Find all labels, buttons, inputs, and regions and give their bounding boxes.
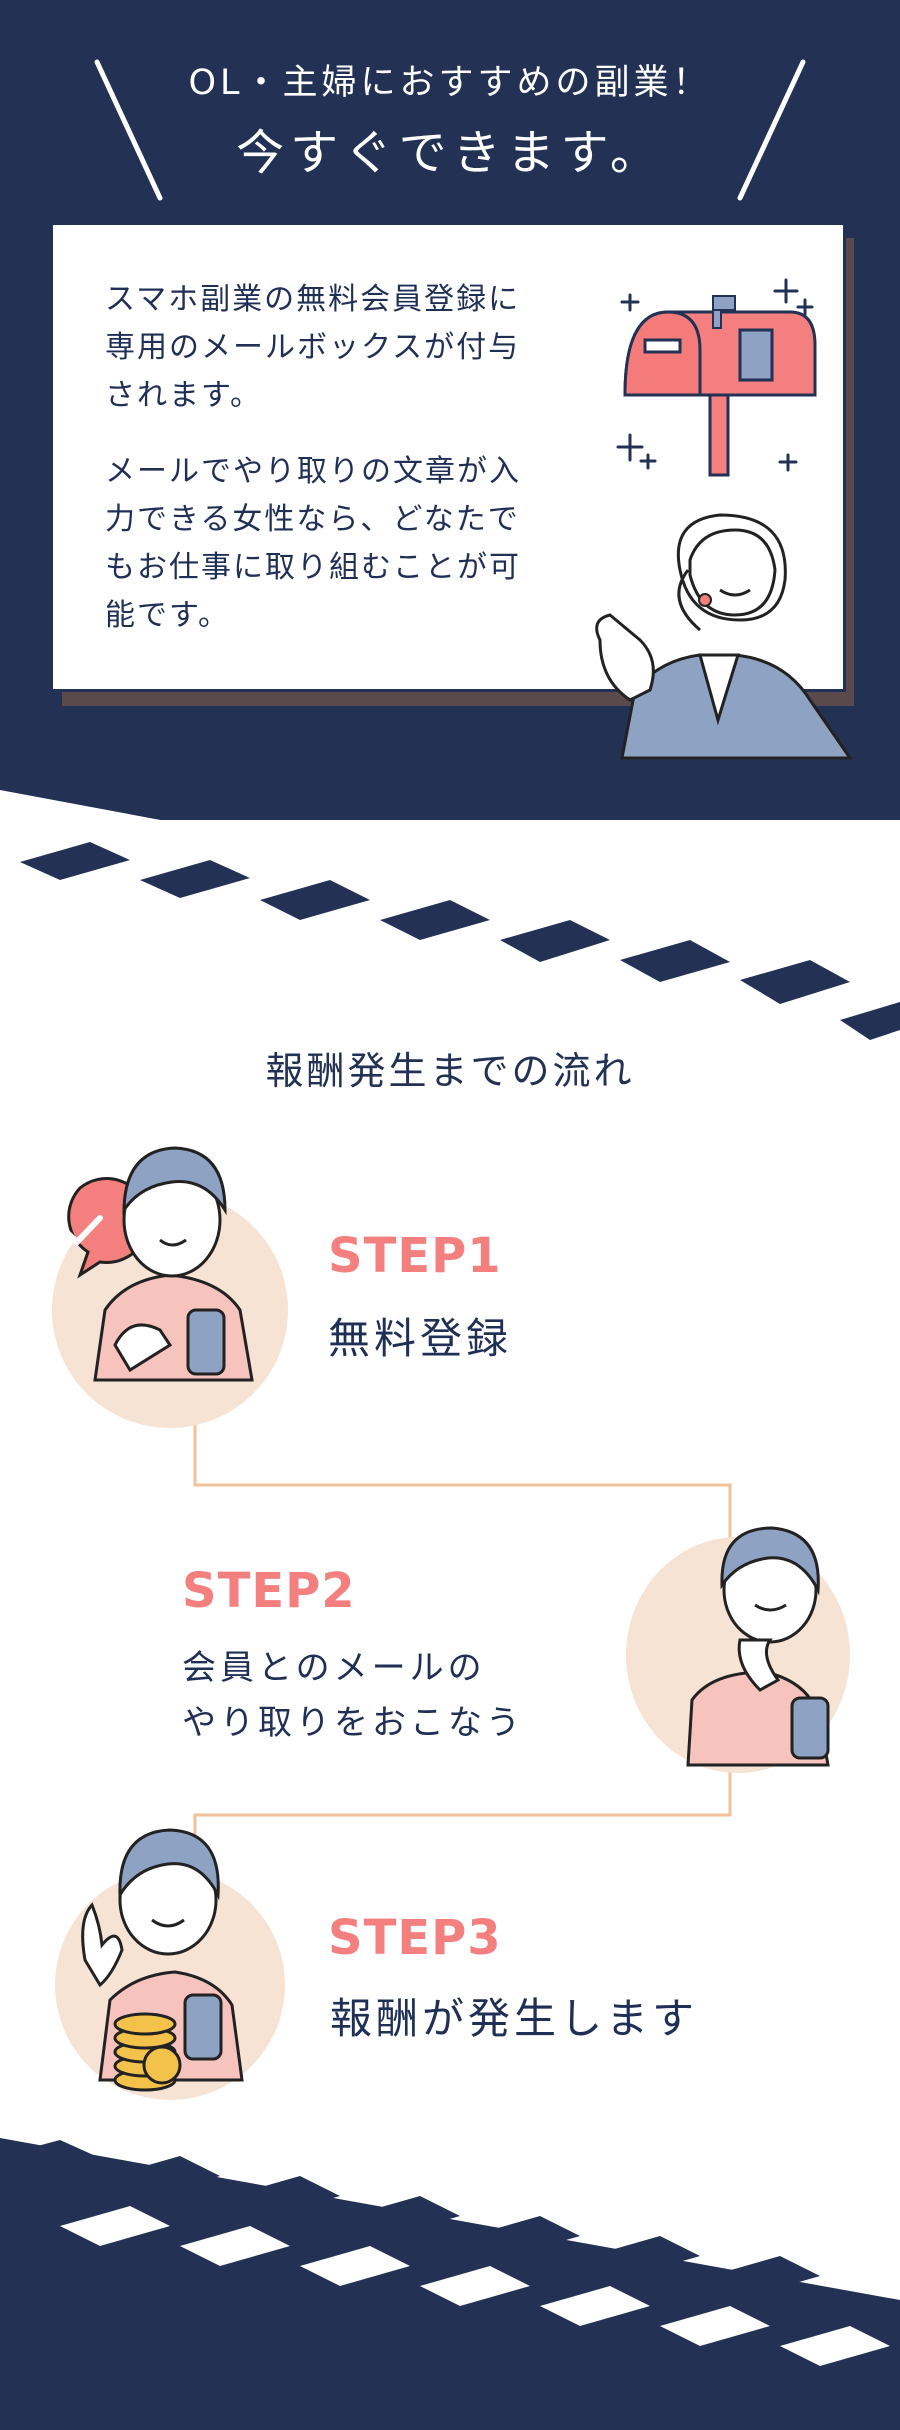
card-line: スマホ副業の無料会員登録に xyxy=(105,282,521,317)
card-line: 能です。 xyxy=(105,598,230,633)
step2-label: STEP2 xyxy=(182,1563,356,1619)
step2-description-line: 会員とのメールの xyxy=(182,1648,486,1688)
step1-label: STEP1 xyxy=(328,1228,502,1284)
step3-description: 報酬が発生します xyxy=(330,1994,699,2043)
right-slash xyxy=(737,59,806,201)
top-wedge xyxy=(0,790,900,1200)
flow-title: 報酬発生までの流れ xyxy=(265,1049,635,1093)
card-line: メールでやり取りの文章が入 xyxy=(105,454,521,489)
card-line: 専用のメールボックスが付与 xyxy=(105,330,521,365)
bottom-white-stripes xyxy=(60,2206,890,2366)
top-stripes xyxy=(20,842,900,1040)
card-line: もお仕事に取り組むことが可 xyxy=(105,550,521,585)
left-slash xyxy=(94,59,163,201)
step3-label: STEP3 xyxy=(328,1910,502,1966)
headline-subtitle: OL・主婦におすすめの副業！ xyxy=(188,63,712,103)
bottom-stripes xyxy=(0,2140,820,2296)
step1-description: 無料登録 xyxy=(328,1314,513,1363)
card-paragraph-1: スマホ副業の無料会員登録に 専用のメールボックスが付与 されます。 xyxy=(105,276,595,420)
card-line: されます。 xyxy=(105,378,262,413)
card-paragraph-2: メールでやり取りの文章が入 力できる女性なら、どなたで もお仕事に取り組むことが… xyxy=(105,448,595,640)
step2-description-line: やり取りをおこなう xyxy=(182,1703,524,1743)
headline-title: 今すぐできます。 xyxy=(236,125,664,181)
card-line: 力できる女性なら、どなたで xyxy=(105,502,520,537)
